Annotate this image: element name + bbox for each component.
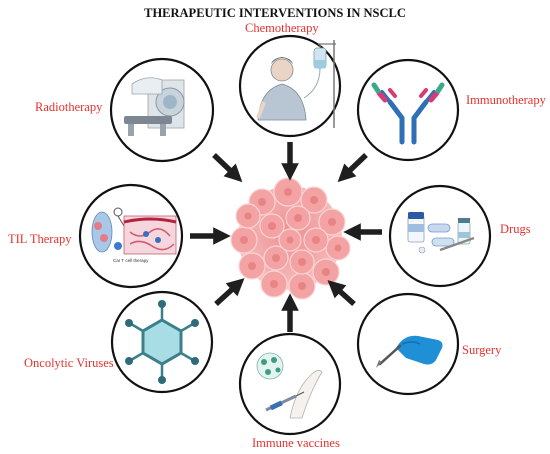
arrow-surgery <box>327 280 356 307</box>
label-chemotherapy: Chemotherapy <box>245 21 319 35</box>
label-radiotherapy: Radiotherapy <box>35 100 103 114</box>
drugs-circle <box>388 184 492 288</box>
immune-vaccines-circle <box>238 332 342 436</box>
diagram-title: THERAPEUTIC INTERVENTIONS IN NSCLC <box>144 6 406 20</box>
arrow-radiotherapy <box>212 153 243 183</box>
arrow-oncolytic-viruses <box>214 278 245 307</box>
label-oncolytic-viruses: Oncolytic Viruses <box>24 356 114 370</box>
label-surgery: Surgery <box>462 343 502 357</box>
label-til-therapy: TIL Therapy <box>8 232 72 246</box>
chemotherapy-circle <box>238 34 342 138</box>
oncolytic-viruses-circle <box>110 290 214 394</box>
label-immunotherapy: Immunotherapy <box>466 93 546 107</box>
tumor-cluster <box>230 177 351 300</box>
label-drugs: Drugs <box>500 222 531 236</box>
arrows <box>190 142 382 332</box>
label-immune-vaccines: Immune vaccines <box>252 436 340 450</box>
surgery-circle <box>356 292 460 396</box>
arrow-immunotherapy <box>337 153 368 183</box>
immunotherapy-circle <box>356 58 460 162</box>
car-t-inset-text: Car T cell therapy <box>113 258 149 263</box>
til-therapy-circle: Car T cell therapy <box>78 183 184 289</box>
radiotherapy-circle <box>109 57 215 163</box>
